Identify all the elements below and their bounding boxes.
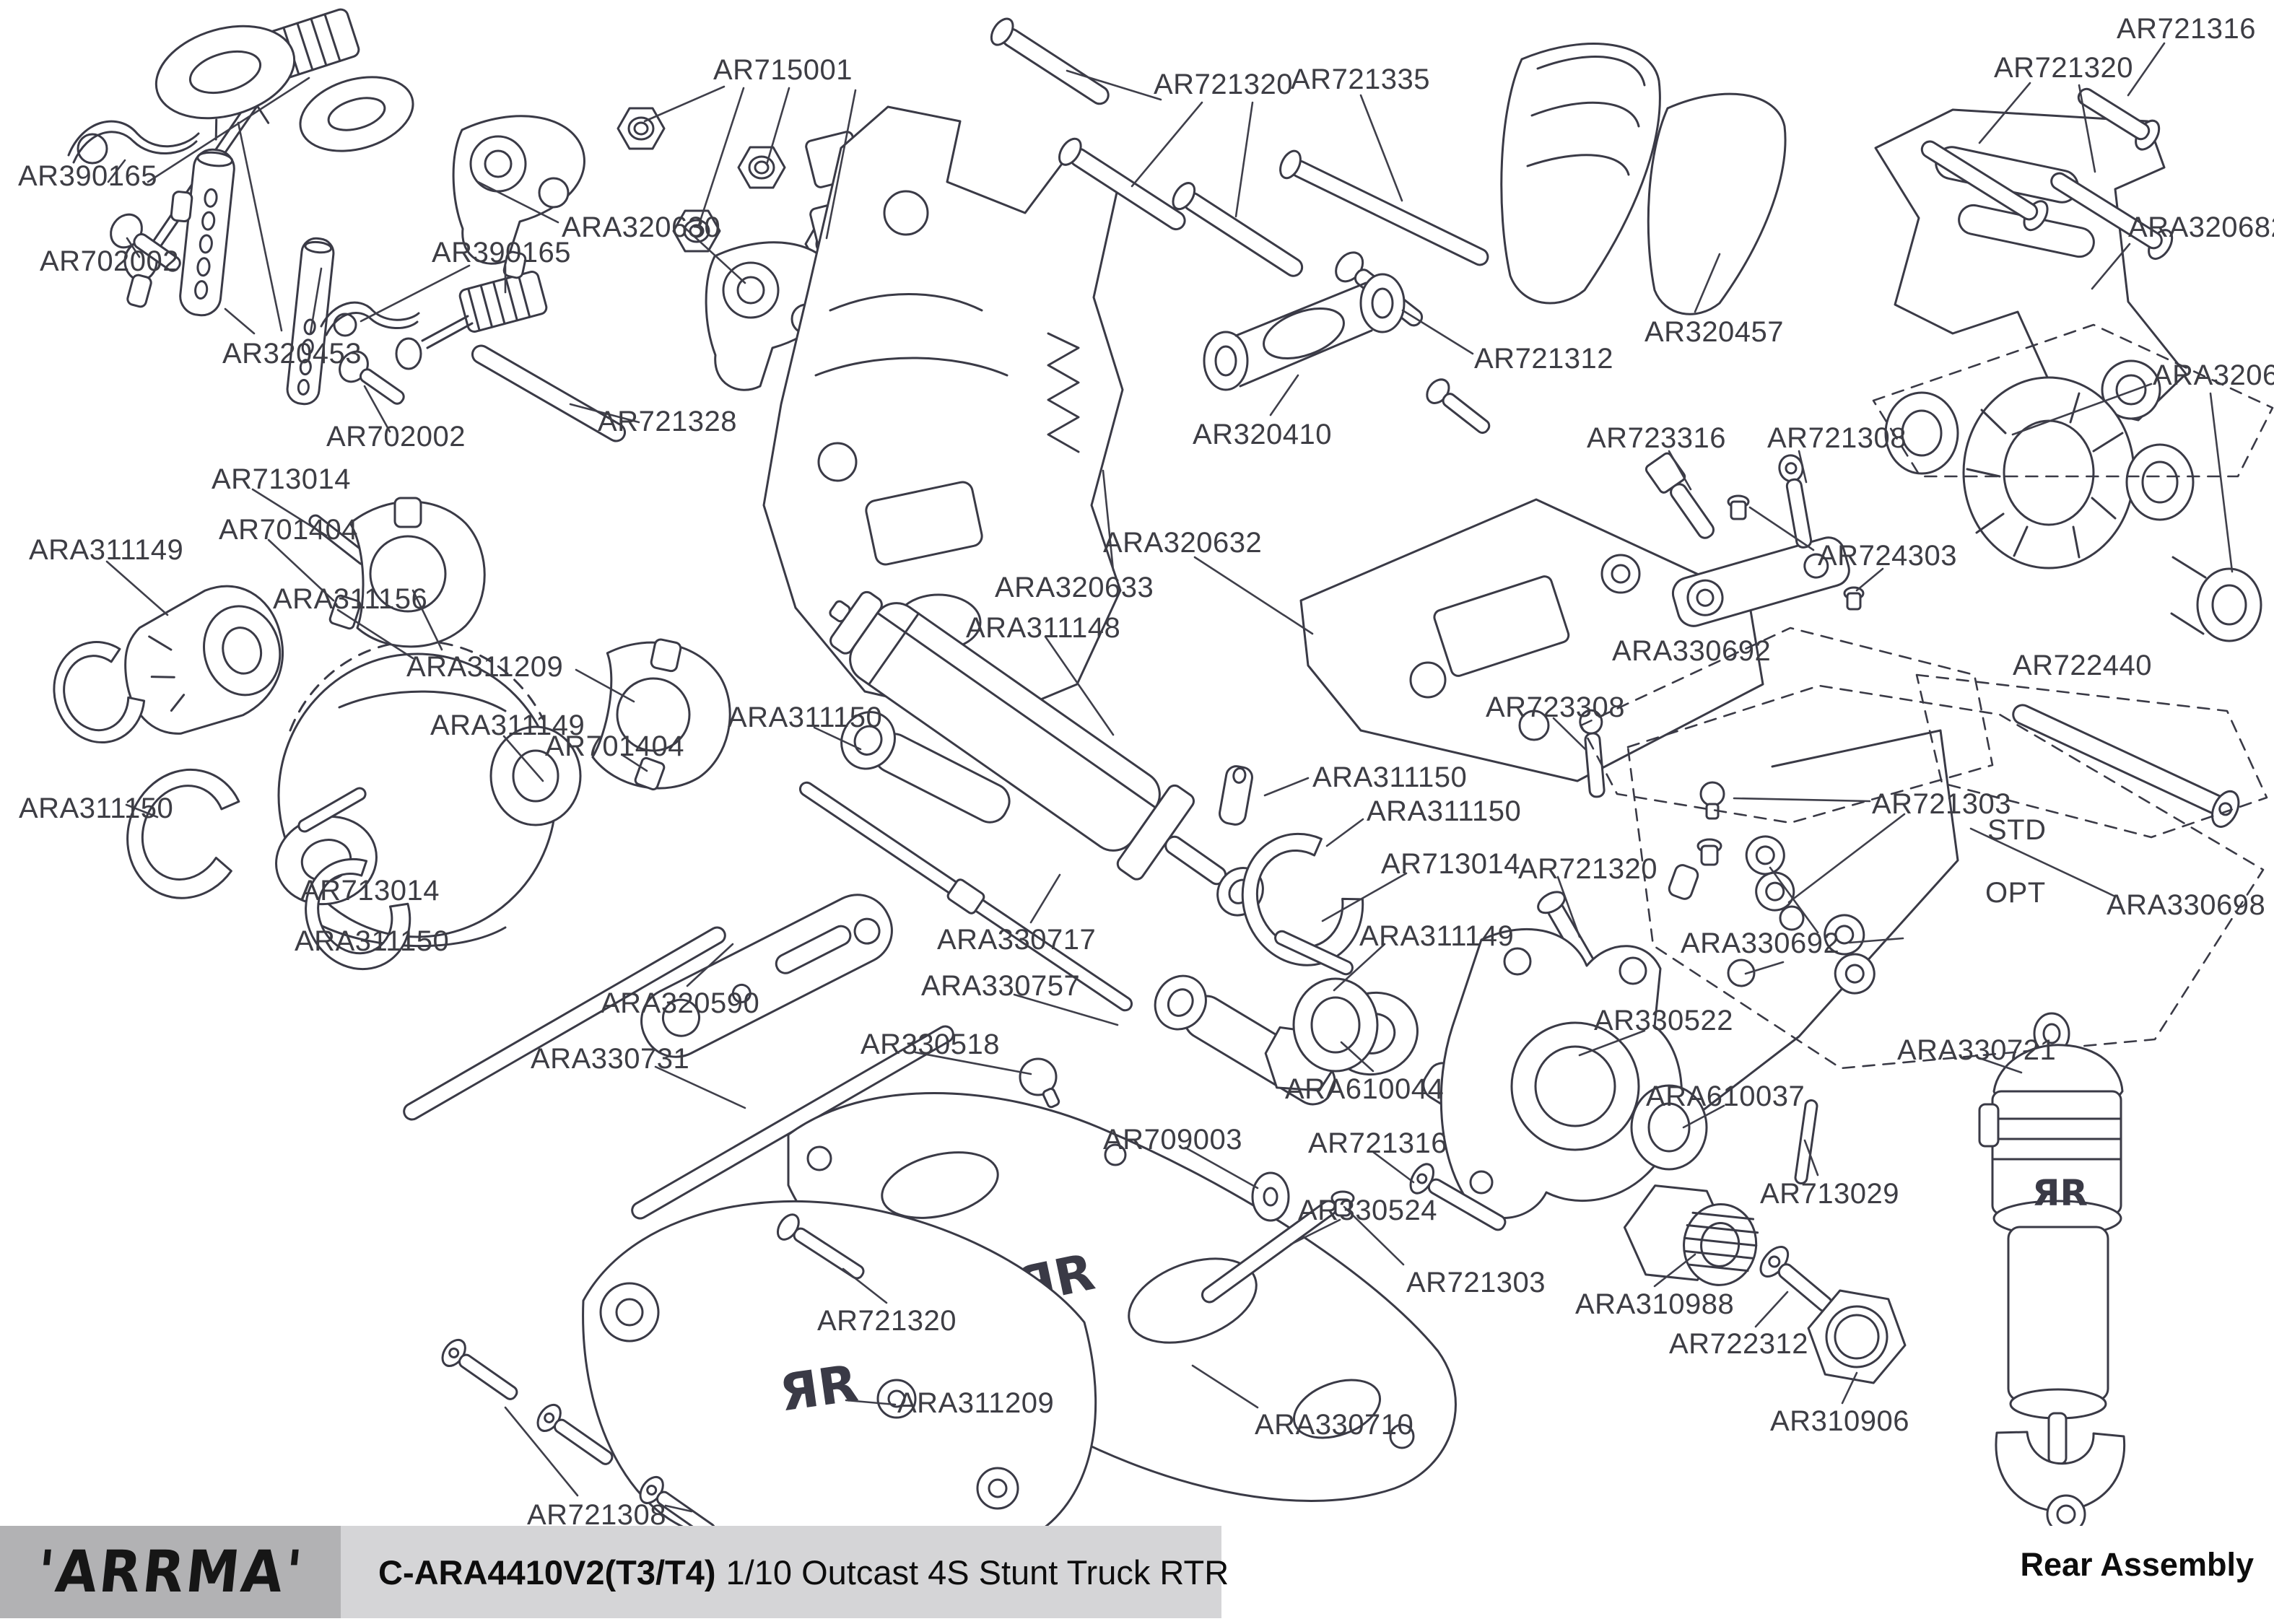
part-label: AR320410: [1193, 419, 1333, 450]
part-label: ARA330731: [531, 1043, 690, 1075]
part-label: AR320457: [1644, 316, 1785, 348]
part-label: ARA311209: [406, 651, 564, 683]
part-label: ARA311149: [29, 534, 184, 566]
part-label: AR721303: [1872, 788, 2012, 820]
part-label: AR721312: [1474, 343, 1614, 375]
mud-plate-art: ЯR: [441, 1200, 1097, 1557]
wing-mount-art: [1874, 87, 2187, 422]
part-label: ARA311150: [728, 702, 883, 733]
part-label: AR722312: [1669, 1328, 1809, 1360]
dashed-region: [1580, 323, 2274, 1070]
part-label: ARA330757: [921, 970, 1081, 1002]
part-label: AR310906: [1770, 1405, 1910, 1437]
rr-logo-mark: ЯR: [2032, 1172, 2088, 1214]
part-label: AR721320: [1518, 853, 1658, 885]
chassis-plate-art: [1299, 498, 1764, 782]
sheet-title-text: 1/10 Outcast 4S Stunt Truck RTR: [726, 1553, 1229, 1592]
part-label: AR702002: [40, 245, 180, 277]
part-label: AR723316: [1587, 422, 1727, 454]
shock-tower-art: [762, 105, 1124, 722]
part-label: AR330524: [1298, 1195, 1438, 1226]
part-label: AR724303: [1818, 540, 1958, 572]
part-label: AR330518: [861, 1029, 1001, 1060]
part-label: AR721303: [1406, 1267, 1546, 1298]
part-label: ARA311150: [1312, 761, 1468, 793]
part-label: AR713014: [300, 875, 440, 907]
part-label: ARA310988: [1575, 1288, 1735, 1320]
part-label: ARA311209: [897, 1387, 1055, 1419]
part-label: ARA330692: [1681, 927, 1840, 959]
section-label-text: Rear Assembly: [2020, 1546, 2254, 1583]
part-label: AR721320: [817, 1305, 957, 1337]
part-label: AR721316: [2117, 13, 2257, 45]
diff-art: [53, 497, 731, 971]
swaybar-art: [1660, 729, 1959, 1143]
part-label: ARA311149: [1359, 920, 1515, 952]
part-label: AR721308: [1767, 422, 1907, 454]
part-label: AR702002: [326, 421, 466, 453]
part-label: AR330522: [1594, 1005, 1734, 1036]
part-label: AR713029: [1760, 1178, 1900, 1210]
part-label: ARA330717: [937, 924, 1097, 956]
part-label: ARA330721: [1897, 1034, 2057, 1066]
part-label: ARA320630: [562, 211, 721, 243]
part-label: OPT: [1985, 877, 2046, 909]
hinge-pin-art: [990, 17, 1491, 435]
part-label: ARA320632: [1103, 527, 1263, 559]
hub-art: [1019, 927, 1907, 1384]
part-label: AR701404: [219, 514, 359, 546]
drum-art: [1884, 376, 2262, 828]
part-label: AR721320: [1154, 69, 1294, 100]
part-label: ARA320633: [995, 572, 1154, 603]
part-label: AR721320: [1994, 52, 2134, 84]
part-label: ARA330692: [1612, 635, 1772, 667]
part-label: AR701404: [545, 730, 685, 762]
sheet-code: C-ARA4410V2(T3/T4): [378, 1553, 716, 1592]
swaybar-mount-art: [1579, 452, 1865, 798]
part-label: AR721328: [598, 406, 738, 437]
part-label: AR390165: [18, 160, 158, 192]
part-label: ARA311150: [1367, 795, 1522, 827]
footer-bar: ARRMA C-ARA4410V2(T3/T4) 1/10 Outcast 4S…: [0, 1526, 2274, 1624]
section-label: Rear Assembly: [2020, 1519, 2254, 1611]
part-label: AR723308: [1486, 691, 1626, 723]
part-label: ARA311149: [430, 710, 585, 741]
part-label: ARA320682: [2128, 211, 2274, 243]
part-label: AR709003: [1103, 1124, 1243, 1156]
part-label: AR721316: [1308, 1127, 1448, 1159]
part-label: AR713014: [212, 463, 352, 495]
sheet-title: C-ARA4410V2(T3/T4) 1/10 Outcast 4S Stunt…: [378, 1526, 1229, 1618]
part-label: ARA320590: [601, 987, 760, 1019]
part-label: AR390165: [432, 237, 572, 269]
part-label: AR721308: [527, 1499, 667, 1531]
guard-art: [1500, 43, 1787, 315]
part-label: ARA311150: [295, 925, 450, 957]
part-label: STD: [1987, 814, 2047, 846]
rear-shock-art: ЯR: [1978, 1012, 2126, 1534]
part-label: AR722440: [2013, 650, 2153, 681]
part-label: AR721335: [1291, 64, 1431, 95]
link-art: [1203, 273, 1406, 391]
part-label: AR320453: [222, 338, 362, 370]
part-label: ARA311150: [19, 793, 174, 824]
brace-art: [403, 894, 954, 1220]
part-label: ARA320629: [2153, 359, 2274, 391]
part-label: ARA330710: [1255, 1409, 1414, 1441]
part-label: ARA610044: [1285, 1073, 1445, 1105]
part-label: ARA330698: [2107, 889, 2266, 921]
leader-lines: [105, 42, 2234, 1513]
part-label: ARA610037: [1646, 1081, 1805, 1112]
rocker-art: [452, 107, 867, 391]
rr-logo-mark: ЯR: [776, 1353, 861, 1423]
arrma-logo-text: ARRMA: [34, 1539, 307, 1606]
part-label: ARA311156: [273, 583, 428, 615]
part-label: AR715001: [713, 54, 853, 86]
part-label: AR713014: [1381, 848, 1521, 880]
arrma-logo: ARRMA: [0, 1526, 341, 1618]
part-label: ARA311148: [966, 612, 1121, 644]
